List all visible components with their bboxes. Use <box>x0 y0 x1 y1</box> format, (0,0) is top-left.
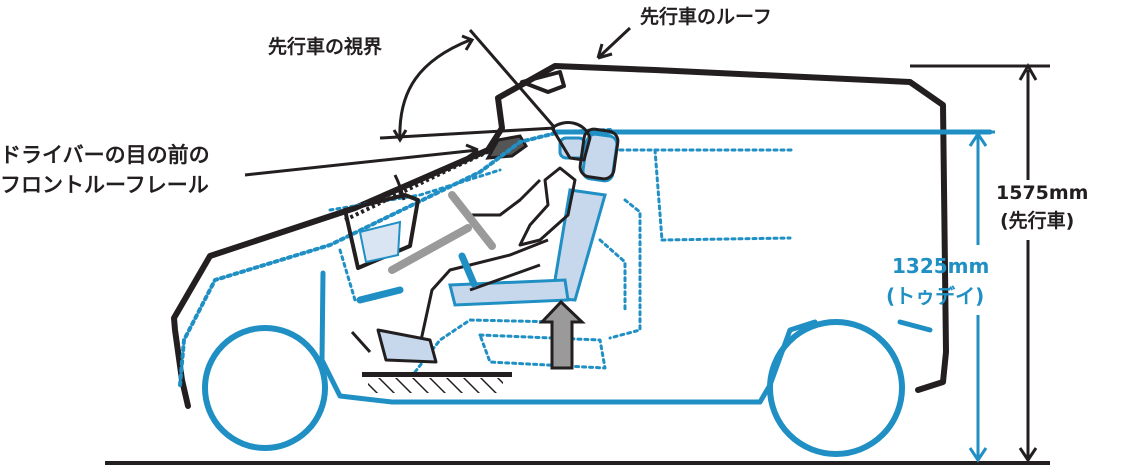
roof-label-arrow <box>596 26 632 60</box>
up-arrow-icon <box>538 299 586 370</box>
floor-board <box>362 372 512 377</box>
leading-car-seat <box>578 127 620 181</box>
steering-toudei <box>356 252 478 304</box>
leading-car-outline <box>171 63 949 409</box>
height-leading-value: 1575mm <box>996 182 1089 204</box>
dashboard-toudei <box>358 220 402 264</box>
front-roof-rail-label-line2: フロントルーフレール <box>0 173 209 197</box>
small-view-arc <box>393 174 406 201</box>
height-toudei-value: 1325mm <box>892 254 990 278</box>
front-roof-rail-label-line1: ドライバーの目の前の <box>0 143 210 167</box>
field-of-view-arc <box>379 29 557 143</box>
height-dimension-toudei <box>940 130 995 463</box>
driver-figure <box>350 121 592 364</box>
height-leading-name: (先行車) <box>1000 210 1075 232</box>
toudei-car-outline <box>178 128 993 405</box>
leading-car-view-label: 先行車の視界 <box>268 36 383 58</box>
dashboard-leading <box>343 193 420 270</box>
floor-board-hatch <box>368 378 503 393</box>
front-rail-label-arrow <box>244 143 479 177</box>
height-dimension-leading <box>910 62 1050 463</box>
height-toudei-name: (トゥデイ) <box>886 284 985 308</box>
steering-leading <box>388 191 496 274</box>
toudei-rear-wheel <box>767 319 905 457</box>
toudei-front-wheel <box>202 325 328 451</box>
leading-car-roof-label: 先行車のルーフ <box>640 6 772 28</box>
